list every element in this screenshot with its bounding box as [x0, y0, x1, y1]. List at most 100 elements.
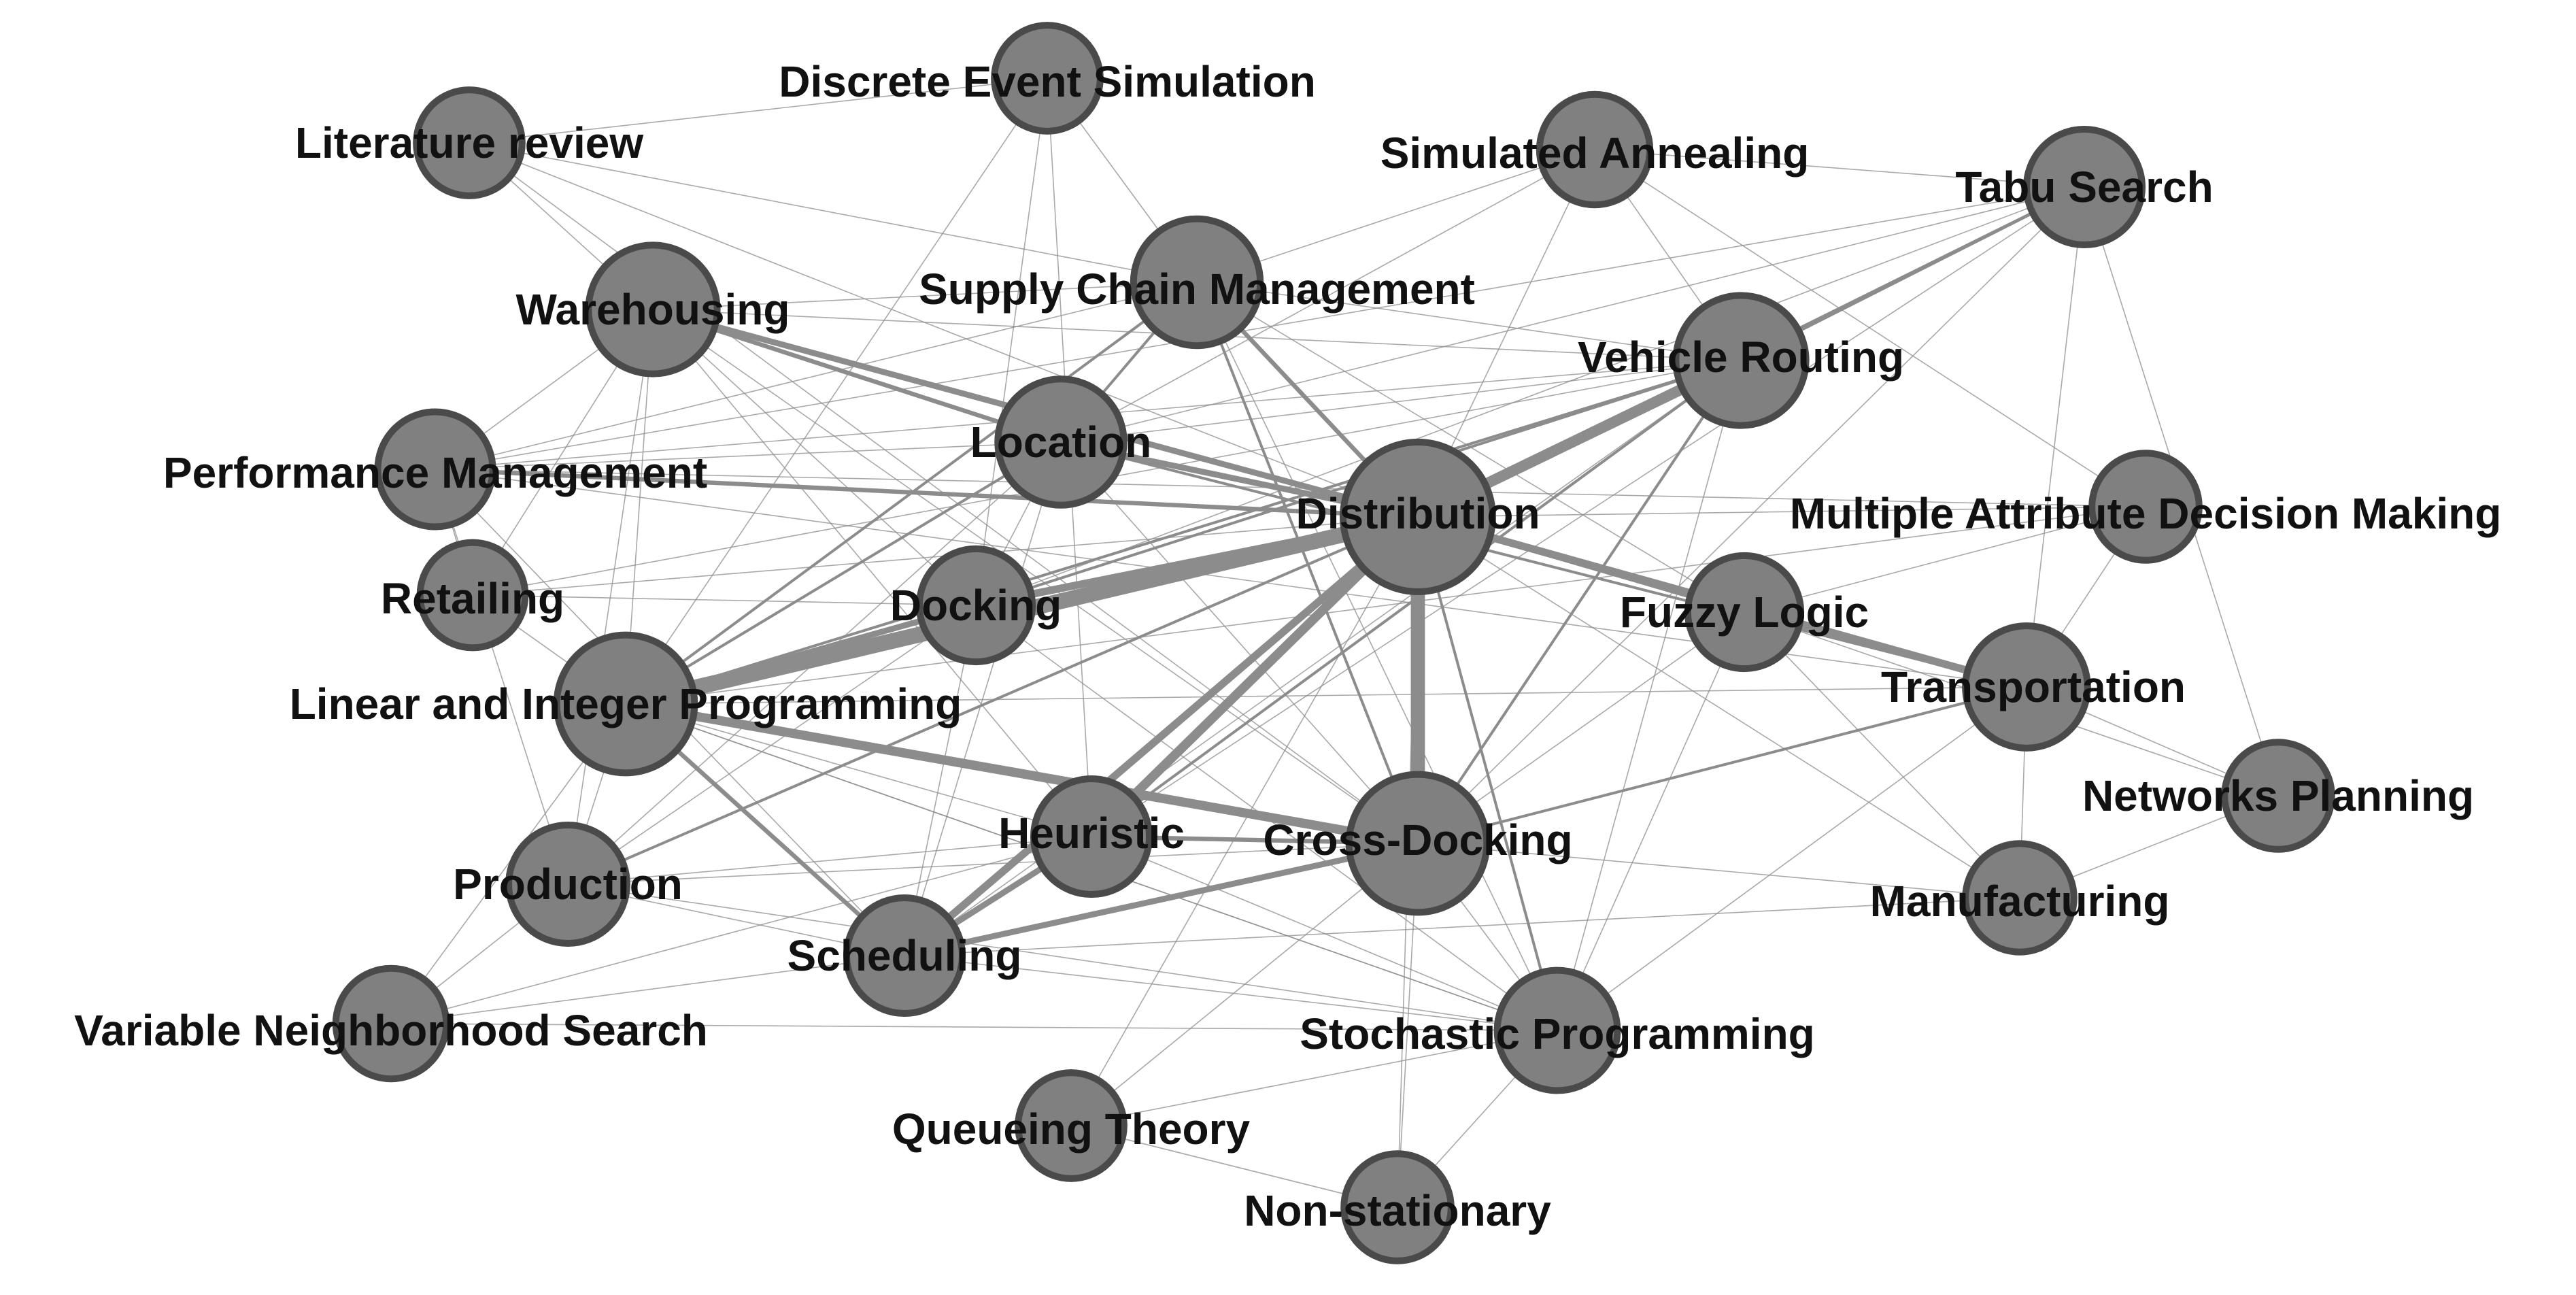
node-heuristic: [1030, 775, 1153, 898]
label-non-stationary: Non-stationary: [1244, 1186, 1551, 1235]
edge-distribution-scheduling: [900, 513, 1422, 960]
edge-cross-docking-production: [567, 843, 1419, 885]
node-queueing-theory: [1015, 1069, 1128, 1182]
node-scheduling: [843, 894, 966, 1018]
node-discrete-event-simulation: [991, 22, 1104, 135]
label-location: Location: [970, 418, 1152, 467]
edge-transportation-stochastic-programming: [1557, 686, 2027, 1031]
edge-supply-chain-management-literature-review: [469, 142, 1198, 283]
edge-distribution-multiple-attribute-decision-making: [1417, 506, 2146, 518]
label-heuristic: Heuristic: [998, 809, 1185, 858]
edge-scheduling-location: [904, 441, 1062, 956]
label-docking: Docking: [890, 581, 1062, 630]
edge-warehousing-heuristic: [652, 309, 1092, 837]
label-simulated-annealing: Simulated Annealing: [1380, 129, 1810, 178]
edge-production-docking: [567, 605, 977, 885]
edge-scheduling-variable-neighborhood-search: [390, 955, 905, 1024]
edge-vehicle-routing-stochastic-programming: [1557, 360, 1742, 1031]
label-networks-planning: Networks Planning: [2082, 771, 2474, 820]
edge-distribution-stochastic-programming: [1417, 516, 1559, 1032]
nodes-layer: [332, 22, 2335, 1264]
edge-warehousing-production: [567, 309, 654, 885]
edge-heuristic-tabu-search: [1091, 186, 2085, 837]
node-vehicle-routing: [1672, 292, 1810, 429]
label-manufacturing: Manufacturing: [1870, 877, 2170, 926]
edge-cross-docking-vehicle-routing: [1417, 359, 1742, 845]
edge-manufacturing-fuzzy-logic: [1744, 611, 2020, 898]
node-variable-neighborhood-search: [332, 964, 450, 1083]
edge-location-vehicle-routing: [1060, 360, 1742, 443]
edge-cross-docking-scheduling: [901, 840, 1421, 959]
label-linear-integer-programming: Linear and Integer Programming: [290, 679, 962, 728]
edge-linear-integer-programming-supply-chain-management: [624, 281, 1198, 705]
edge-stochastic-programming-production: [567, 884, 1558, 1031]
node-production: [505, 822, 630, 947]
edge-fuzzy-logic-stochastic-programming: [1557, 611, 1745, 1031]
edge-warehousing-location: [650, 307, 1064, 445]
edge-docking-retailing: [472, 594, 977, 606]
node-tabu-search: [2022, 125, 2146, 249]
label-transportation: Transportation: [1881, 662, 2186, 711]
label-queueing-theory: Queueing Theory: [892, 1105, 1251, 1154]
edge-distribution-literature-review: [469, 142, 1419, 518]
edge-cross-docking-transportation: [1417, 686, 2028, 845]
edge-linear-integer-programming-transportation: [625, 686, 2027, 705]
label-literature-review: Literature review: [295, 118, 643, 167]
node-multiple-attribute-decision-making: [2088, 450, 2203, 564]
edge-stochastic-programming-variable-neighborhood-search: [390, 1023, 1558, 1031]
label-fuzzy-logic: Fuzzy Logic: [1620, 588, 1869, 637]
edge-linear-integer-programming-vehicle-routing: [624, 359, 1742, 705]
edge-docking-discrete-event-simulation: [975, 78, 1048, 606]
edge-cross-docking-tabu-search: [1417, 186, 2085, 844]
edge-location-transportation: [1060, 441, 2028, 688]
edge-scheduling-stochastic-programming: [904, 955, 1558, 1031]
node-simulated-annealing: [1536, 90, 1654, 209]
node-literature-review: [413, 86, 526, 199]
label-cross-docking: Cross-Docking: [1263, 815, 1572, 864]
label-production: Production: [453, 860, 683, 909]
label-vehicle-routing: Vehicle Routing: [1578, 333, 1904, 382]
edge-warehousing-supply-chain-management: [652, 282, 1198, 310]
edge-warehousing-docking: [652, 309, 977, 606]
edge-linear-integer-programming-heuristic: [625, 703, 1092, 837]
edge-location-production: [567, 441, 1062, 885]
label-performance-management: Performance Management: [163, 448, 707, 497]
edge-supply-chain-management-stochastic-programming: [1196, 282, 1558, 1031]
edge-location-tabu-search: [1060, 186, 2085, 443]
edge-linear-integer-programming-location: [624, 441, 1062, 705]
label-tabu-search: Tabu Search: [1955, 163, 2213, 212]
edge-cross-docking-manufacturing: [1417, 843, 2020, 898]
edge-stochastic-programming-docking: [975, 605, 1558, 1031]
label-stochastic-programming: Stochastic Programming: [1300, 1009, 1815, 1058]
label-distribution: Distribution: [1295, 489, 1540, 538]
node-warehousing: [585, 241, 721, 377]
edge-supply-chain-management-simulated-annealing: [1196, 149, 1595, 283]
edge-fuzzy-logic-multiple-attribute-decision-making: [1744, 506, 2146, 613]
label-multiple-attribute-decision-making: Multiple Attribute Decision Making: [1790, 489, 2502, 538]
node-stochastic-programming: [1493, 966, 1621, 1094]
edge-distribution-production: [566, 516, 1419, 886]
edge-cross-docking-linear-integer-programming: [621, 699, 1423, 848]
node-networks-planning: [2221, 739, 2335, 853]
edge-cross-docking-supply-chain-management: [1196, 281, 1419, 845]
node-distribution: [1340, 439, 1496, 595]
edge-queueing-theory-distribution: [1070, 516, 1419, 1126]
edge-cross-docking-location: [1060, 441, 1419, 844]
edge-manufacturing-scheduling: [904, 897, 2020, 956]
edge-multiple-attribute-decision-making-performance-management: [435, 469, 2146, 507]
node-retailing: [416, 539, 529, 652]
node-location: [994, 375, 1128, 509]
label-scheduling: Scheduling: [787, 931, 1022, 980]
label-discrete-event-simulation: Discrete Event Simulation: [779, 57, 1316, 106]
edge-tabu-search-simulated-annealing: [1594, 149, 2085, 188]
node-fuzzy-logic: [1684, 552, 1805, 673]
label-supply-chain-management: Supply Chain Management: [919, 265, 1475, 314]
edge-simulated-annealing-location: [1060, 149, 1595, 443]
edge-transportation-tabu-search: [2026, 186, 2085, 688]
node-performance-management: [374, 408, 496, 531]
edge-variable-neighborhood-search-heuristic: [390, 836, 1092, 1024]
edge-tabu-search-docking: [975, 186, 2085, 606]
node-non-stationary: [1340, 1150, 1455, 1264]
